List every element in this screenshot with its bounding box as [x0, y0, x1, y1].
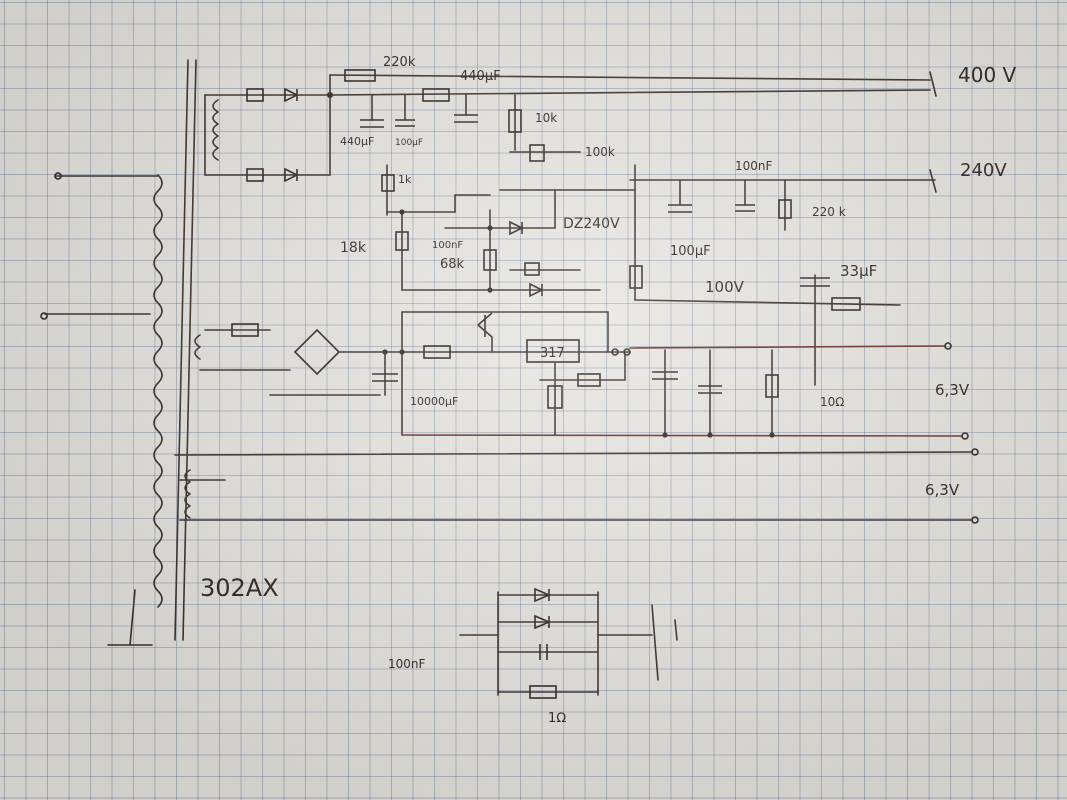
label-10k: 10k [535, 111, 557, 125]
label-100nf-c: 100nF [388, 657, 426, 671]
label-400v: 400 V [958, 63, 1017, 87]
handwritten-labels: 220k 440µF 440µF 100µF 10k 1k 100k 400 V… [200, 55, 1017, 726]
hv-supply [204, 69, 937, 386]
label-220k-b: 220 k [812, 205, 846, 219]
label-440uf-left: 440µF [340, 135, 374, 148]
label-18k: 18k [340, 240, 367, 256]
label-100uf-b: 100µF [670, 244, 711, 259]
transformer [40, 59, 219, 646]
label-63v-a: 6,3V [935, 381, 970, 399]
heater-supply [174, 311, 979, 524]
label-100v: 100V [705, 278, 745, 296]
label-317: 317 [540, 346, 565, 361]
label-68k: 68k [440, 257, 465, 272]
label-33uf: 33µF [840, 262, 877, 280]
label-10ohm: 10Ω [820, 395, 844, 409]
label-1ohm: 1Ω [548, 711, 566, 726]
label-100uf: 100µF [395, 138, 423, 148]
label-440uf-top: 440µF [460, 69, 501, 84]
label-220k: 220k [383, 55, 416, 70]
label-100nf-b: 100nF [432, 240, 463, 251]
label-240v: 240V [960, 160, 1007, 181]
label-100nf-a: 100nF [735, 159, 773, 173]
label-1k: 1k [398, 173, 412, 186]
bottom-network [459, 587, 678, 699]
label-dz240v: DZ240V [563, 216, 620, 232]
label-100k: 100k [585, 145, 615, 159]
label-63v-b: 6,3V [925, 481, 960, 499]
label-10000uf: 10000µF [410, 395, 458, 408]
label-302ax: 302AX [200, 574, 279, 602]
